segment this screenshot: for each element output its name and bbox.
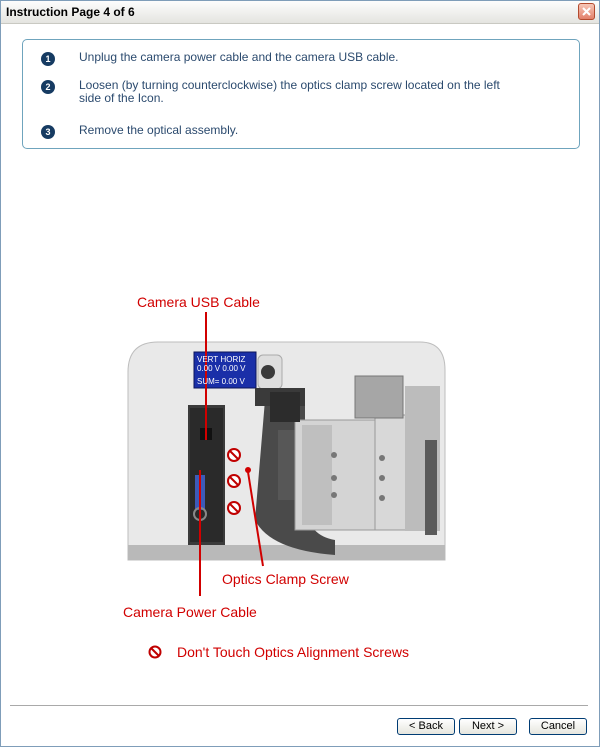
window-title: Instruction Page 4 of 6 [6, 5, 135, 19]
footer-divider [10, 705, 588, 706]
display-horiz-label: HORIZ [220, 355, 246, 364]
back-button[interactable]: < Back [397, 718, 455, 735]
step-number-badge: 2 [41, 80, 55, 94]
camera-power-cable-label: Camera Power Cable [123, 604, 257, 620]
no-touch-icon [227, 474, 241, 488]
step-text: Remove the optical assembly. [79, 123, 239, 137]
display-horiz-value: 0.00 V [222, 364, 246, 373]
display-vert-label: VERT [197, 355, 219, 364]
display-vert-value: 0.00 V [197, 364, 221, 373]
no-touch-icon [227, 448, 241, 462]
close-button[interactable] [578, 3, 595, 20]
next-button[interactable]: Next > [459, 718, 517, 735]
close-icon [582, 7, 591, 16]
optics-clamp-screw-label: Optics Clamp Screw [222, 571, 349, 587]
title-bar: Instruction Page 4 of 6 [1, 1, 599, 24]
step-number-badge: 1 [41, 52, 55, 66]
clamp-callout-line [247, 471, 264, 567]
no-touch-legend-icon [148, 645, 162, 659]
alignment-screws-warning: Don't Touch Optics Alignment Screws [177, 644, 409, 660]
no-touch-icon [227, 501, 241, 515]
display-readout: VERT HORIZ 0.00 V 0.00 V SUM= 0.00 V [197, 355, 257, 386]
step-text: Unplug the camera power cable and the ca… [79, 50, 399, 64]
instructions-panel: 1 Unplug the camera power cable and the … [22, 39, 580, 149]
step-text: Loosen (by turning counterclockwise) the… [79, 78, 500, 105]
camera-usb-cable-label: Camera USB Cable [137, 294, 260, 310]
display-sum-value: SUM= 0.00 V [197, 377, 245, 386]
cancel-button[interactable]: Cancel [529, 718, 587, 735]
step-number-badge: 3 [41, 125, 55, 139]
